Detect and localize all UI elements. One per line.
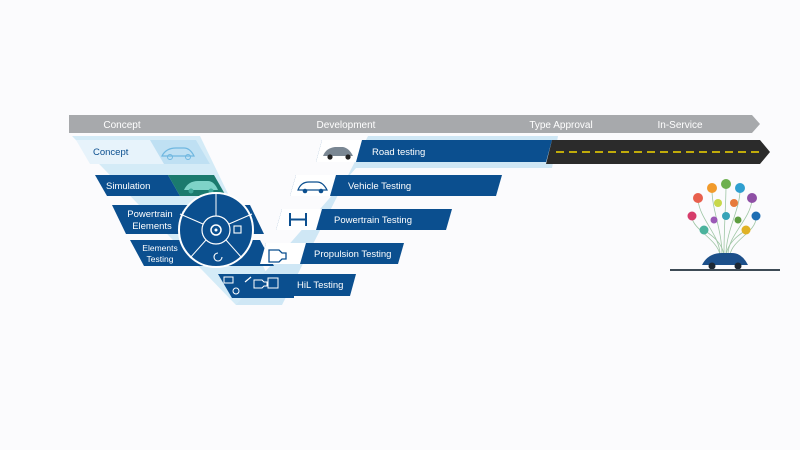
car-3d-model-icon (184, 181, 218, 194)
elements-testing-label-1: Elements (142, 243, 177, 253)
idea-tree-icon (687, 179, 761, 256)
left-steps: Concept Simulation Powertrain Elements (76, 140, 294, 298)
phase-development (172, 115, 520, 133)
right-steps: Road testing Vehicle Testing Powertrain … (260, 140, 552, 296)
vehicle-icon (297, 181, 328, 194)
vehicle-testing-label: Vehicle Testing (348, 181, 411, 192)
powertrain-elements-label-1: Powertrain (127, 209, 172, 220)
chip-icon (233, 225, 242, 234)
axle-icon (289, 213, 307, 226)
components-circle (178, 192, 254, 268)
road-testing-label: Road testing (372, 147, 425, 158)
road-testing-step (316, 140, 552, 162)
gear-icon (210, 224, 222, 236)
phase-in-service-label: In-Service (657, 120, 702, 131)
simulation-step (95, 175, 180, 196)
phase-development-label: Development (317, 120, 376, 131)
elements-testing-label-2: Testing (147, 254, 174, 264)
car-sketch-icon (161, 147, 195, 160)
hil-testing-step (288, 274, 356, 296)
phase-bar: Concept Development Type Approval In-Ser… (69, 115, 760, 133)
phase-type-approval-label: Type Approval (529, 120, 592, 131)
hil-testing-label: HiL Testing (297, 280, 343, 291)
concept-label: Concept (93, 147, 129, 158)
propulsion-testing-label: Propulsion Testing (314, 249, 391, 260)
phase-in-service (598, 115, 760, 133)
powertrain-testing-label: Powertrain Testing (334, 215, 412, 226)
road-car-icon (323, 147, 353, 160)
simulation-label: Simulation (106, 181, 150, 192)
hil-icons-block (218, 274, 294, 298)
hil-components-icons (223, 276, 279, 295)
in-service-car-icon (702, 253, 748, 270)
vehicle-testing-step (290, 175, 502, 196)
phase-type-approval (510, 115, 608, 133)
powertrain-elements-label-2: Elements (132, 221, 172, 232)
phase-concept (69, 115, 182, 133)
road (546, 140, 770, 164)
phase-concept-label: Concept (103, 120, 140, 131)
fuel-icon (213, 252, 223, 262)
engine-test-icon (268, 249, 287, 263)
